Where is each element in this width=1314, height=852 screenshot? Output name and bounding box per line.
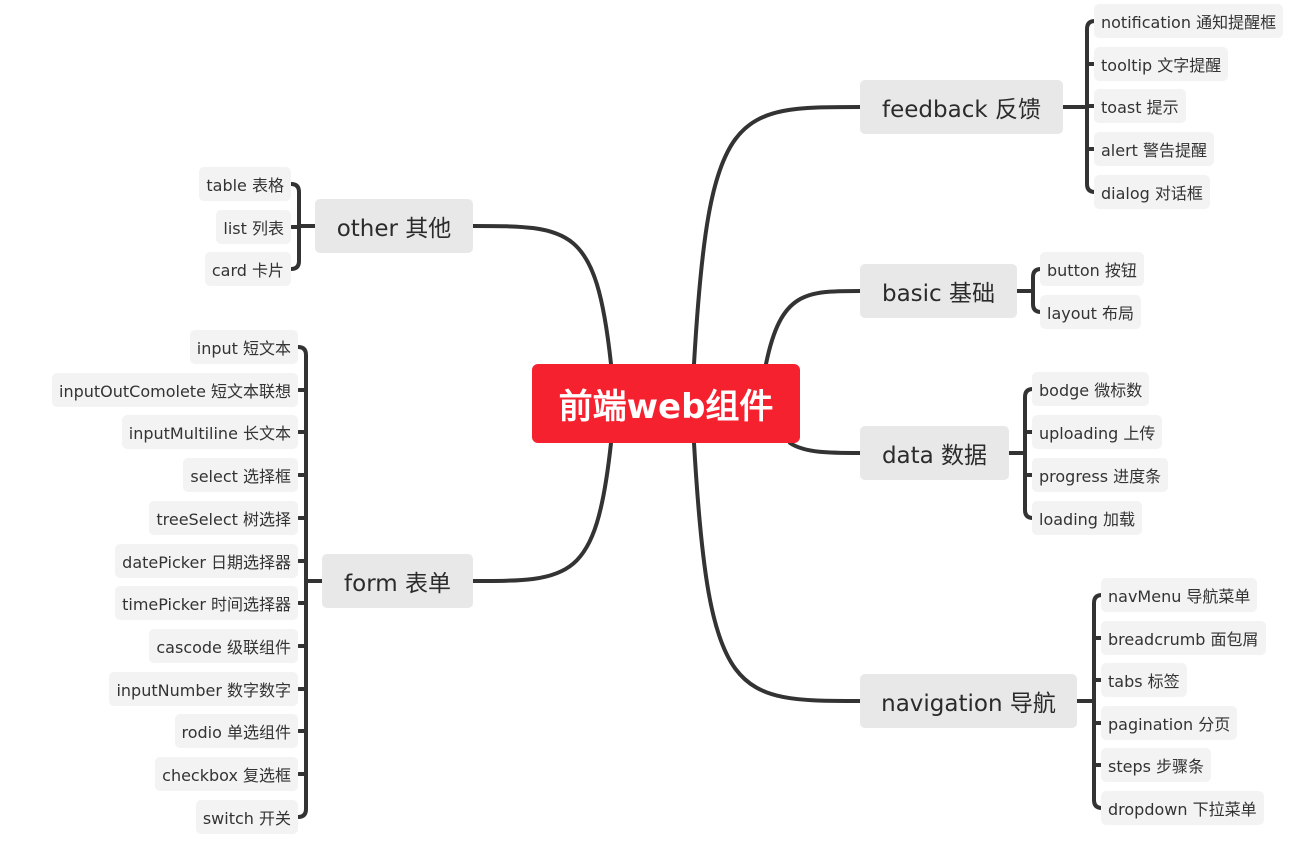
subtopic-form-11[interactable]: switch 开关 bbox=[195, 800, 298, 834]
topic-data[interactable]: data 数据 bbox=[860, 426, 1009, 480]
subtopic-form-1[interactable]: inputOutComolete 短文本联想 bbox=[52, 373, 298, 407]
bracket-basic bbox=[1031, 267, 1043, 314]
subtopic-form-4[interactable]: treeSelect 树选择 bbox=[149, 501, 298, 535]
subtopic-other-2[interactable]: card 卡片 bbox=[204, 252, 291, 286]
root-topic[interactable]: 前端web组件 bbox=[532, 364, 800, 443]
bracket-navigation bbox=[1092, 593, 1104, 810]
subtopic-navigation-5[interactable]: dropdown 下拉菜单 bbox=[1101, 791, 1264, 825]
subtopic-navigation-0[interactable]: navMenu 导航菜单 bbox=[1101, 578, 1258, 612]
bracket-data bbox=[1023, 387, 1035, 520]
subtopic-other-1[interactable]: list 列表 bbox=[216, 210, 291, 244]
topic-other[interactable]: other 其他 bbox=[315, 199, 473, 253]
subtopic-form-8[interactable]: inputNumber 数字数字 bbox=[109, 672, 298, 706]
subtopic-feedback-1[interactable]: tooltip 文字提醒 bbox=[1094, 47, 1229, 81]
subtopic-feedback-3[interactable]: alert 警告提醒 bbox=[1094, 132, 1215, 166]
subtopic-navigation-2[interactable]: tabs 标签 bbox=[1101, 663, 1187, 697]
topic-feedback[interactable]: feedback 反馈 bbox=[860, 80, 1063, 134]
subtopic-form-0[interactable]: input 短文本 bbox=[189, 330, 298, 364]
subtopic-navigation-3[interactable]: pagination 分页 bbox=[1101, 706, 1238, 740]
branch-line-navigation bbox=[692, 441, 862, 703]
subtopic-data-3[interactable]: loading 加载 bbox=[1032, 501, 1143, 535]
subtopic-feedback-4[interactable]: dialog 对话框 bbox=[1094, 175, 1210, 209]
subtopic-data-1[interactable]: uploading 上传 bbox=[1032, 415, 1163, 449]
branch-line-data bbox=[788, 441, 862, 455]
branch-line-feedback bbox=[692, 105, 862, 366]
topic-navigation[interactable]: navigation 导航 bbox=[860, 674, 1077, 728]
branch-line-basic bbox=[764, 289, 862, 366]
subtopic-basic-0[interactable]: button 按钮 bbox=[1040, 252, 1144, 286]
subtopic-data-0[interactable]: bodge 微标数 bbox=[1032, 372, 1150, 406]
subtopic-other-0[interactable]: table 表格 bbox=[199, 167, 291, 201]
subtopic-navigation-1[interactable]: breadcrumb 面包屑 bbox=[1101, 621, 1266, 655]
subtopic-feedback-0[interactable]: notification 通知提醒框 bbox=[1094, 4, 1284, 38]
subtopic-form-6[interactable]: timePicker 时间选择器 bbox=[115, 586, 298, 620]
subtopic-feedback-2[interactable]: toast 提示 bbox=[1094, 89, 1186, 123]
subtopic-data-2[interactable]: progress 进度条 bbox=[1032, 458, 1169, 492]
subtopic-navigation-4[interactable]: steps 步骤条 bbox=[1101, 748, 1212, 782]
branch-line-other bbox=[471, 224, 613, 366]
subtopic-form-9[interactable]: rodio 单选组件 bbox=[174, 714, 298, 748]
topic-basic[interactable]: basic 基础 bbox=[860, 264, 1017, 318]
bracket-form bbox=[296, 345, 308, 819]
subtopic-form-2[interactable]: inputMultiline 长文本 bbox=[121, 415, 298, 449]
branch-line-form bbox=[471, 441, 613, 583]
subtopic-form-5[interactable]: datePicker 日期选择器 bbox=[115, 544, 298, 578]
subtopic-form-3[interactable]: select 选择框 bbox=[183, 458, 298, 492]
subtopic-form-10[interactable]: checkbox 复选框 bbox=[155, 757, 298, 791]
subtopic-form-7[interactable]: cascode 级联组件 bbox=[149, 629, 298, 663]
subtopic-basic-1[interactable]: layout 布局 bbox=[1040, 295, 1142, 329]
topic-form[interactable]: form 表单 bbox=[322, 554, 473, 608]
